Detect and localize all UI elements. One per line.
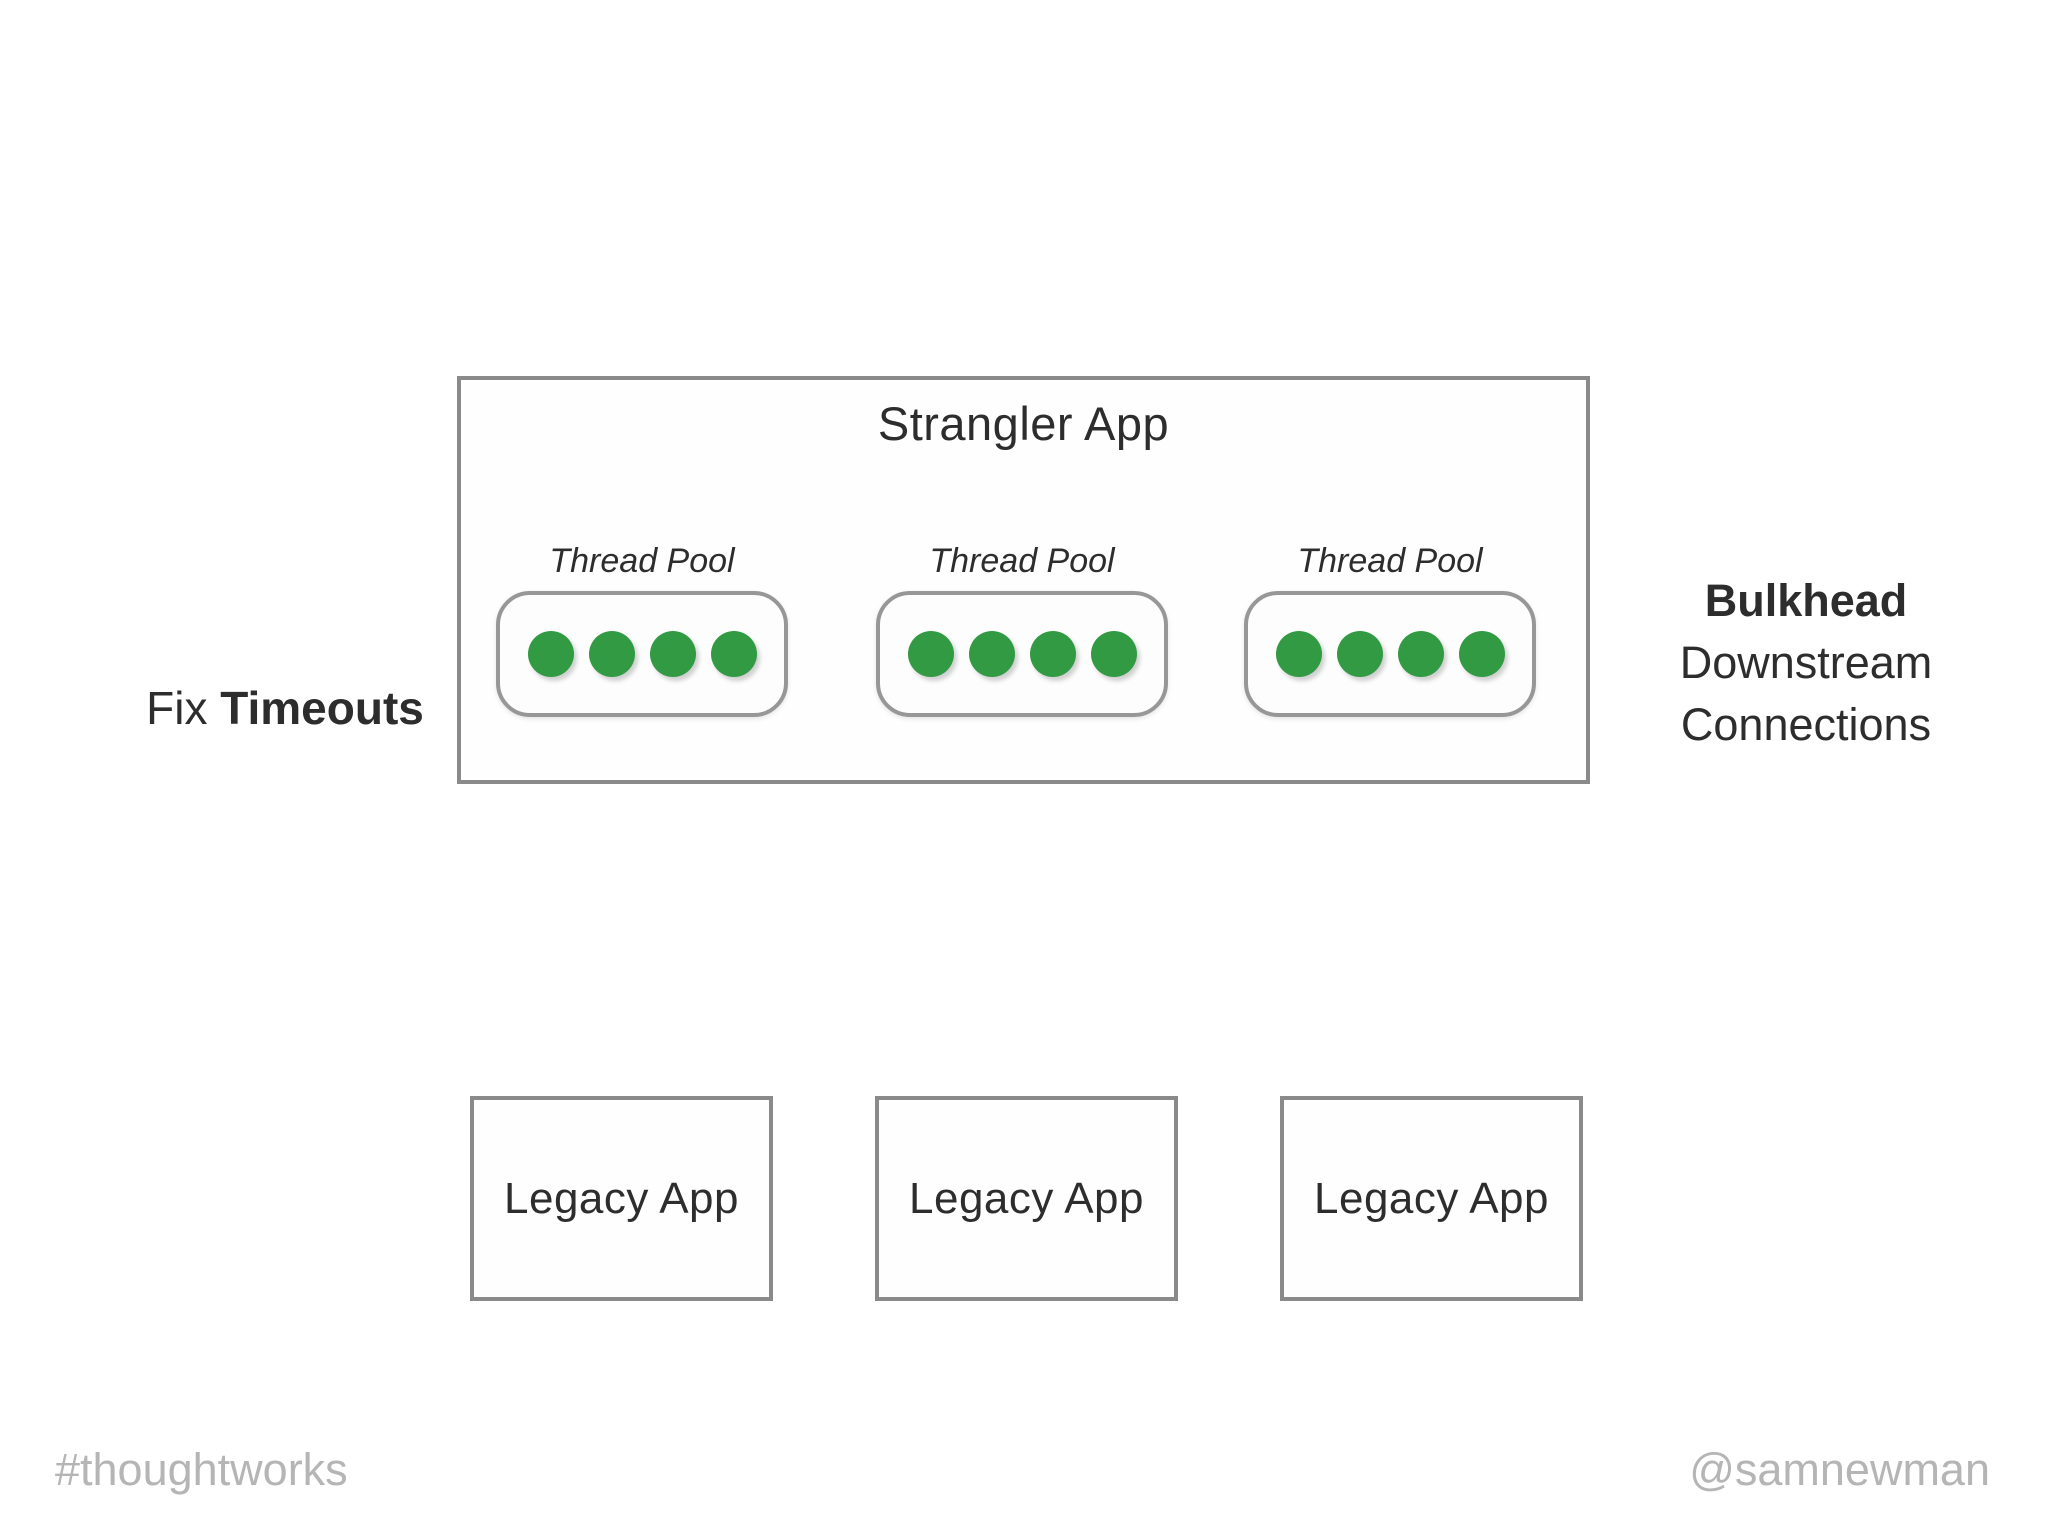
thread-dot [649,631,696,677]
thread-dot [1275,631,1322,677]
bulkhead-downstream-label: Bulkhead Downstream Connections [1610,570,2002,756]
bulkhead-label-line2: Downstream [1679,637,1933,688]
thread-pool-1-box [496,591,788,717]
thread-pool-3-label: Thread Pool [1297,542,1483,580]
thread-dot [710,631,757,677]
thread-pool-1-label: Thread Pool [549,542,735,580]
thread-dot [968,631,1015,677]
legacy-app-box-2: Legacy App [875,1096,1178,1301]
thread-dot [1029,631,1076,677]
strangler-app-title: Strangler App [877,397,1170,450]
legacy-app-2-label: Legacy App [909,1173,1144,1223]
thread-pool-3: Thread Pool [1244,540,1536,717]
legacy-app-1-label: Legacy App [504,1173,739,1223]
bulkhead-label-emphasis: Bulkhead [1704,575,1908,626]
thread-pool-2: Thread Pool [876,540,1168,717]
thread-dot [1090,631,1137,677]
samnewman-handle: @samnewman [1689,1444,1990,1495]
thread-pool-1: Thread Pool [496,540,788,717]
thread-pool-3-box [1244,591,1536,717]
thoughtworks-hashtag: #thoughtworks [55,1444,348,1495]
thread-dot [588,631,635,677]
fix-label-emphasis: Timeouts [220,682,424,734]
bulkhead-label-line3: Connections [1680,699,1932,750]
thread-dot [527,631,574,677]
thread-pool-2-label: Thread Pool [929,542,1115,580]
thread-dot [907,631,954,677]
legacy-app-box-3: Legacy App [1280,1096,1583,1301]
thread-dot [1397,631,1444,677]
fix-timeouts-label: Fix Timeouts [95,624,424,792]
strangler-app-box: Strangler App Thread Pool Thread Pool Th… [457,376,1590,784]
thread-dot [1458,631,1505,677]
thread-dot [1336,631,1383,677]
fix-label-prefix: Fix [146,682,221,734]
legacy-app-box-1: Legacy App [470,1096,773,1301]
legacy-app-3-label: Legacy App [1314,1173,1549,1223]
thread-pool-2-box [876,591,1168,717]
